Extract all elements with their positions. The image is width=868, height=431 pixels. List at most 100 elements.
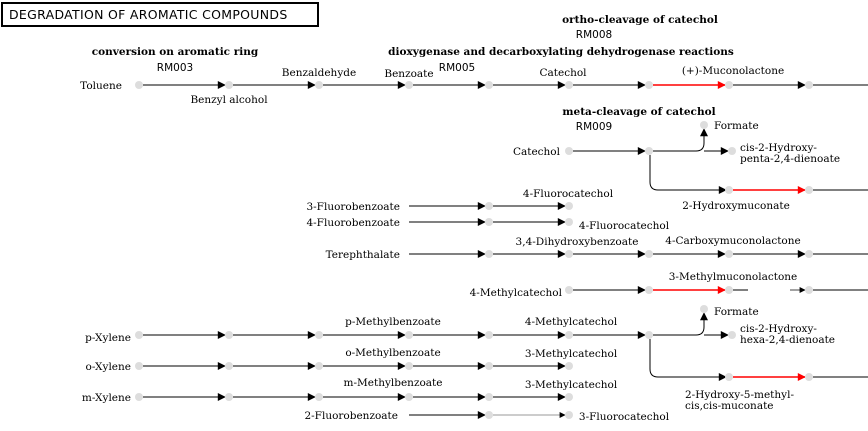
module-id-rm008[interactable]: RM008 xyxy=(576,29,612,41)
compound-node-4-methylcatechol[interactable] xyxy=(565,331,573,339)
compound-node[interactable] xyxy=(485,81,493,89)
label-carboxymuconolactone[interactable]: 4-Carboxymuconolactone xyxy=(665,235,800,247)
compound-node-benzyl-alcohol[interactable] xyxy=(225,81,233,89)
compound-node-benzoate[interactable] xyxy=(405,81,413,89)
compound-node[interactable] xyxy=(805,373,813,381)
compound-node-toluene[interactable] xyxy=(135,81,143,89)
label-4-fluorocatechol[interactable]: 4-Fluorocatechol xyxy=(579,220,670,232)
label-hydroxymuconate[interactable]: 2-Hydroxymuconate xyxy=(682,200,790,212)
compound-node-4-fluorocatechol[interactable] xyxy=(565,218,573,226)
compound-node[interactable] xyxy=(485,411,493,419)
compound-node-m-methylbenzoate[interactable] xyxy=(405,393,413,401)
label-formate[interactable]: Formate xyxy=(714,120,759,132)
label-catechol[interactable]: Catechol xyxy=(539,67,587,79)
label-4-fluorobenzoate[interactable]: 4-Fluorobenzoate xyxy=(306,217,400,229)
module-id-rm009[interactable]: RM009 xyxy=(576,121,612,133)
compound-node-o-methylbenzoate[interactable] xyxy=(405,362,413,370)
compound-node-carboxymuconolactone[interactable] xyxy=(725,250,733,258)
compound-node-catechol[interactable] xyxy=(565,81,573,89)
compound-node[interactable] xyxy=(485,202,493,210)
compound-node-m-xylene[interactable] xyxy=(135,393,143,401)
compound-node-methylmuconolactone[interactable] xyxy=(725,286,733,294)
compound-node[interactable] xyxy=(485,331,493,339)
compound-node[interactable] xyxy=(225,393,233,401)
label-benzyl-alcohol[interactable]: Benzyl alcohol xyxy=(190,94,268,106)
compound-node-muconolactone[interactable] xyxy=(725,81,733,89)
label-p-xylene[interactable]: p-Xylene xyxy=(85,332,131,344)
compound-node-p-xylene[interactable] xyxy=(135,331,143,339)
compound-node-catechol[interactable] xyxy=(565,147,573,155)
label-4-fluorocatechol[interactable]: 4-Fluorocatechol xyxy=(523,188,614,200)
compound-node[interactable] xyxy=(645,81,653,89)
compound-node-hydroxy-penta-dienoate[interactable] xyxy=(728,147,736,155)
label-4-methylcatechol[interactable]: 4-Methylcatechol xyxy=(470,287,563,299)
compound-node[interactable] xyxy=(645,286,653,294)
compound-node[interactable] xyxy=(485,393,493,401)
compound-node-4-methylcatechol[interactable] xyxy=(565,286,573,294)
label-terephthalate[interactable]: Terephthalate xyxy=(326,249,400,261)
compound-node-4-fluorocatechol[interactable] xyxy=(565,202,573,210)
label-benzoate[interactable]: Benzoate xyxy=(384,68,433,80)
compound-node-3-methylcatechol[interactable] xyxy=(565,393,573,401)
compound-node[interactable] xyxy=(315,331,323,339)
compound-node[interactable] xyxy=(485,218,493,226)
compound-node[interactable] xyxy=(645,147,653,155)
label-3-fluorocatechol[interactable]: 3-Fluorocatechol xyxy=(579,411,670,423)
reaction-arrow-to-formate[interactable] xyxy=(653,312,708,336)
label-p-methylbenzoate[interactable]: p-Methylbenzoate xyxy=(345,316,441,328)
compound-node[interactable] xyxy=(645,250,653,258)
label-m-methylbenzoate[interactable]: m-Methylbenzoate xyxy=(344,377,443,389)
reaction-arrow[interactable] xyxy=(649,339,727,381)
compound-node[interactable] xyxy=(225,331,233,339)
label-toluene[interactable]: Toluene xyxy=(80,80,122,92)
label-4-methylcatechol[interactable]: 4-Methylcatechol xyxy=(525,316,618,328)
compound-node[interactable] xyxy=(805,186,813,194)
label-3-fluorobenzoate[interactable]: 3-Fluorobenzoate xyxy=(306,201,400,213)
label-dihydroxybenzoate[interactable]: 3,4-Dihydroxybenzoate xyxy=(516,236,639,248)
compound-node-dihydroxybenzoate[interactable] xyxy=(565,250,573,258)
compound-node[interactable] xyxy=(315,362,323,370)
label-o-xylene[interactable]: o-Xylene xyxy=(86,361,131,373)
module-id-rm003[interactable]: RM003 xyxy=(157,62,193,74)
compound-node[interactable] xyxy=(805,81,813,89)
label-hydroxy-penta-dienoate[interactable]: cis-2-Hydroxy-penta-2,4-dienoate xyxy=(740,142,840,165)
compound-node[interactable] xyxy=(805,250,813,258)
label-o-methylbenzoate[interactable]: o-Methylbenzoate xyxy=(345,347,440,359)
compound-node-3-fluorocatechol[interactable] xyxy=(565,411,573,419)
compound-node-hydroxymuconate[interactable] xyxy=(725,186,733,194)
compound-labels: Toluene Benzyl alcohol Benzaldehyde Benz… xyxy=(80,65,840,423)
label-muconolactone[interactable]: (+)-Muconolactone xyxy=(682,65,784,77)
label-hydroxy-methyl-muconate[interactable]: 2-Hydroxy-5-methyl-cis,cis-muconate xyxy=(685,389,794,412)
compound-node-o-xylene[interactable] xyxy=(135,362,143,370)
highlighted-reactions xyxy=(653,81,806,381)
compound-node-hydroxy-methyl-muconate[interactable] xyxy=(725,373,733,381)
compound-node[interactable] xyxy=(645,331,653,339)
module-id-rm005[interactable]: RM005 xyxy=(439,62,475,74)
compound-node-p-methylbenzoate[interactable] xyxy=(405,331,413,339)
label-3-methylcatechol[interactable]: 3-Methylcatechol xyxy=(525,379,618,391)
compound-node[interactable] xyxy=(805,286,813,294)
label-m-xylene[interactable]: m-Xylene xyxy=(82,392,131,404)
compound-node-formate[interactable] xyxy=(700,121,708,129)
header-ortho-cleavage: ortho-cleavage of catechol xyxy=(562,14,718,26)
compound-node[interactable] xyxy=(485,250,493,258)
compound-node-hydroxy-hexa-dienoate[interactable] xyxy=(728,331,736,339)
header-dioxygenase-reactions: dioxygenase and decarboxylating dehydrog… xyxy=(388,46,734,58)
compound-node[interactable] xyxy=(485,362,493,370)
compound-node-formate[interactable] xyxy=(700,305,708,313)
compound-node-benzaldehyde[interactable] xyxy=(315,81,323,89)
reaction-arrow-to-formate[interactable] xyxy=(653,128,708,152)
label-2-fluorobenzoate[interactable]: 2-Fluorobenzoate xyxy=(304,410,398,422)
compound-node-3-methylcatechol[interactable] xyxy=(565,362,573,370)
label-catechol[interactable]: Catechol xyxy=(513,146,561,158)
label-formate[interactable]: Formate xyxy=(714,306,759,318)
compound-node[interactable] xyxy=(315,393,323,401)
reaction-arrow[interactable] xyxy=(649,155,727,194)
compound-node[interactable] xyxy=(225,362,233,370)
label-3-methylcatechol[interactable]: 3-Methylcatechol xyxy=(525,348,618,360)
label-benzaldehyde[interactable]: Benzaldehyde xyxy=(282,67,356,79)
label-hydroxy-hexa-dienoate[interactable]: cis-2-Hydroxy-hexa-2,4-dienoate xyxy=(740,323,835,346)
label-methylmuconolactone[interactable]: 3-Methylmuconolactone xyxy=(669,271,798,283)
